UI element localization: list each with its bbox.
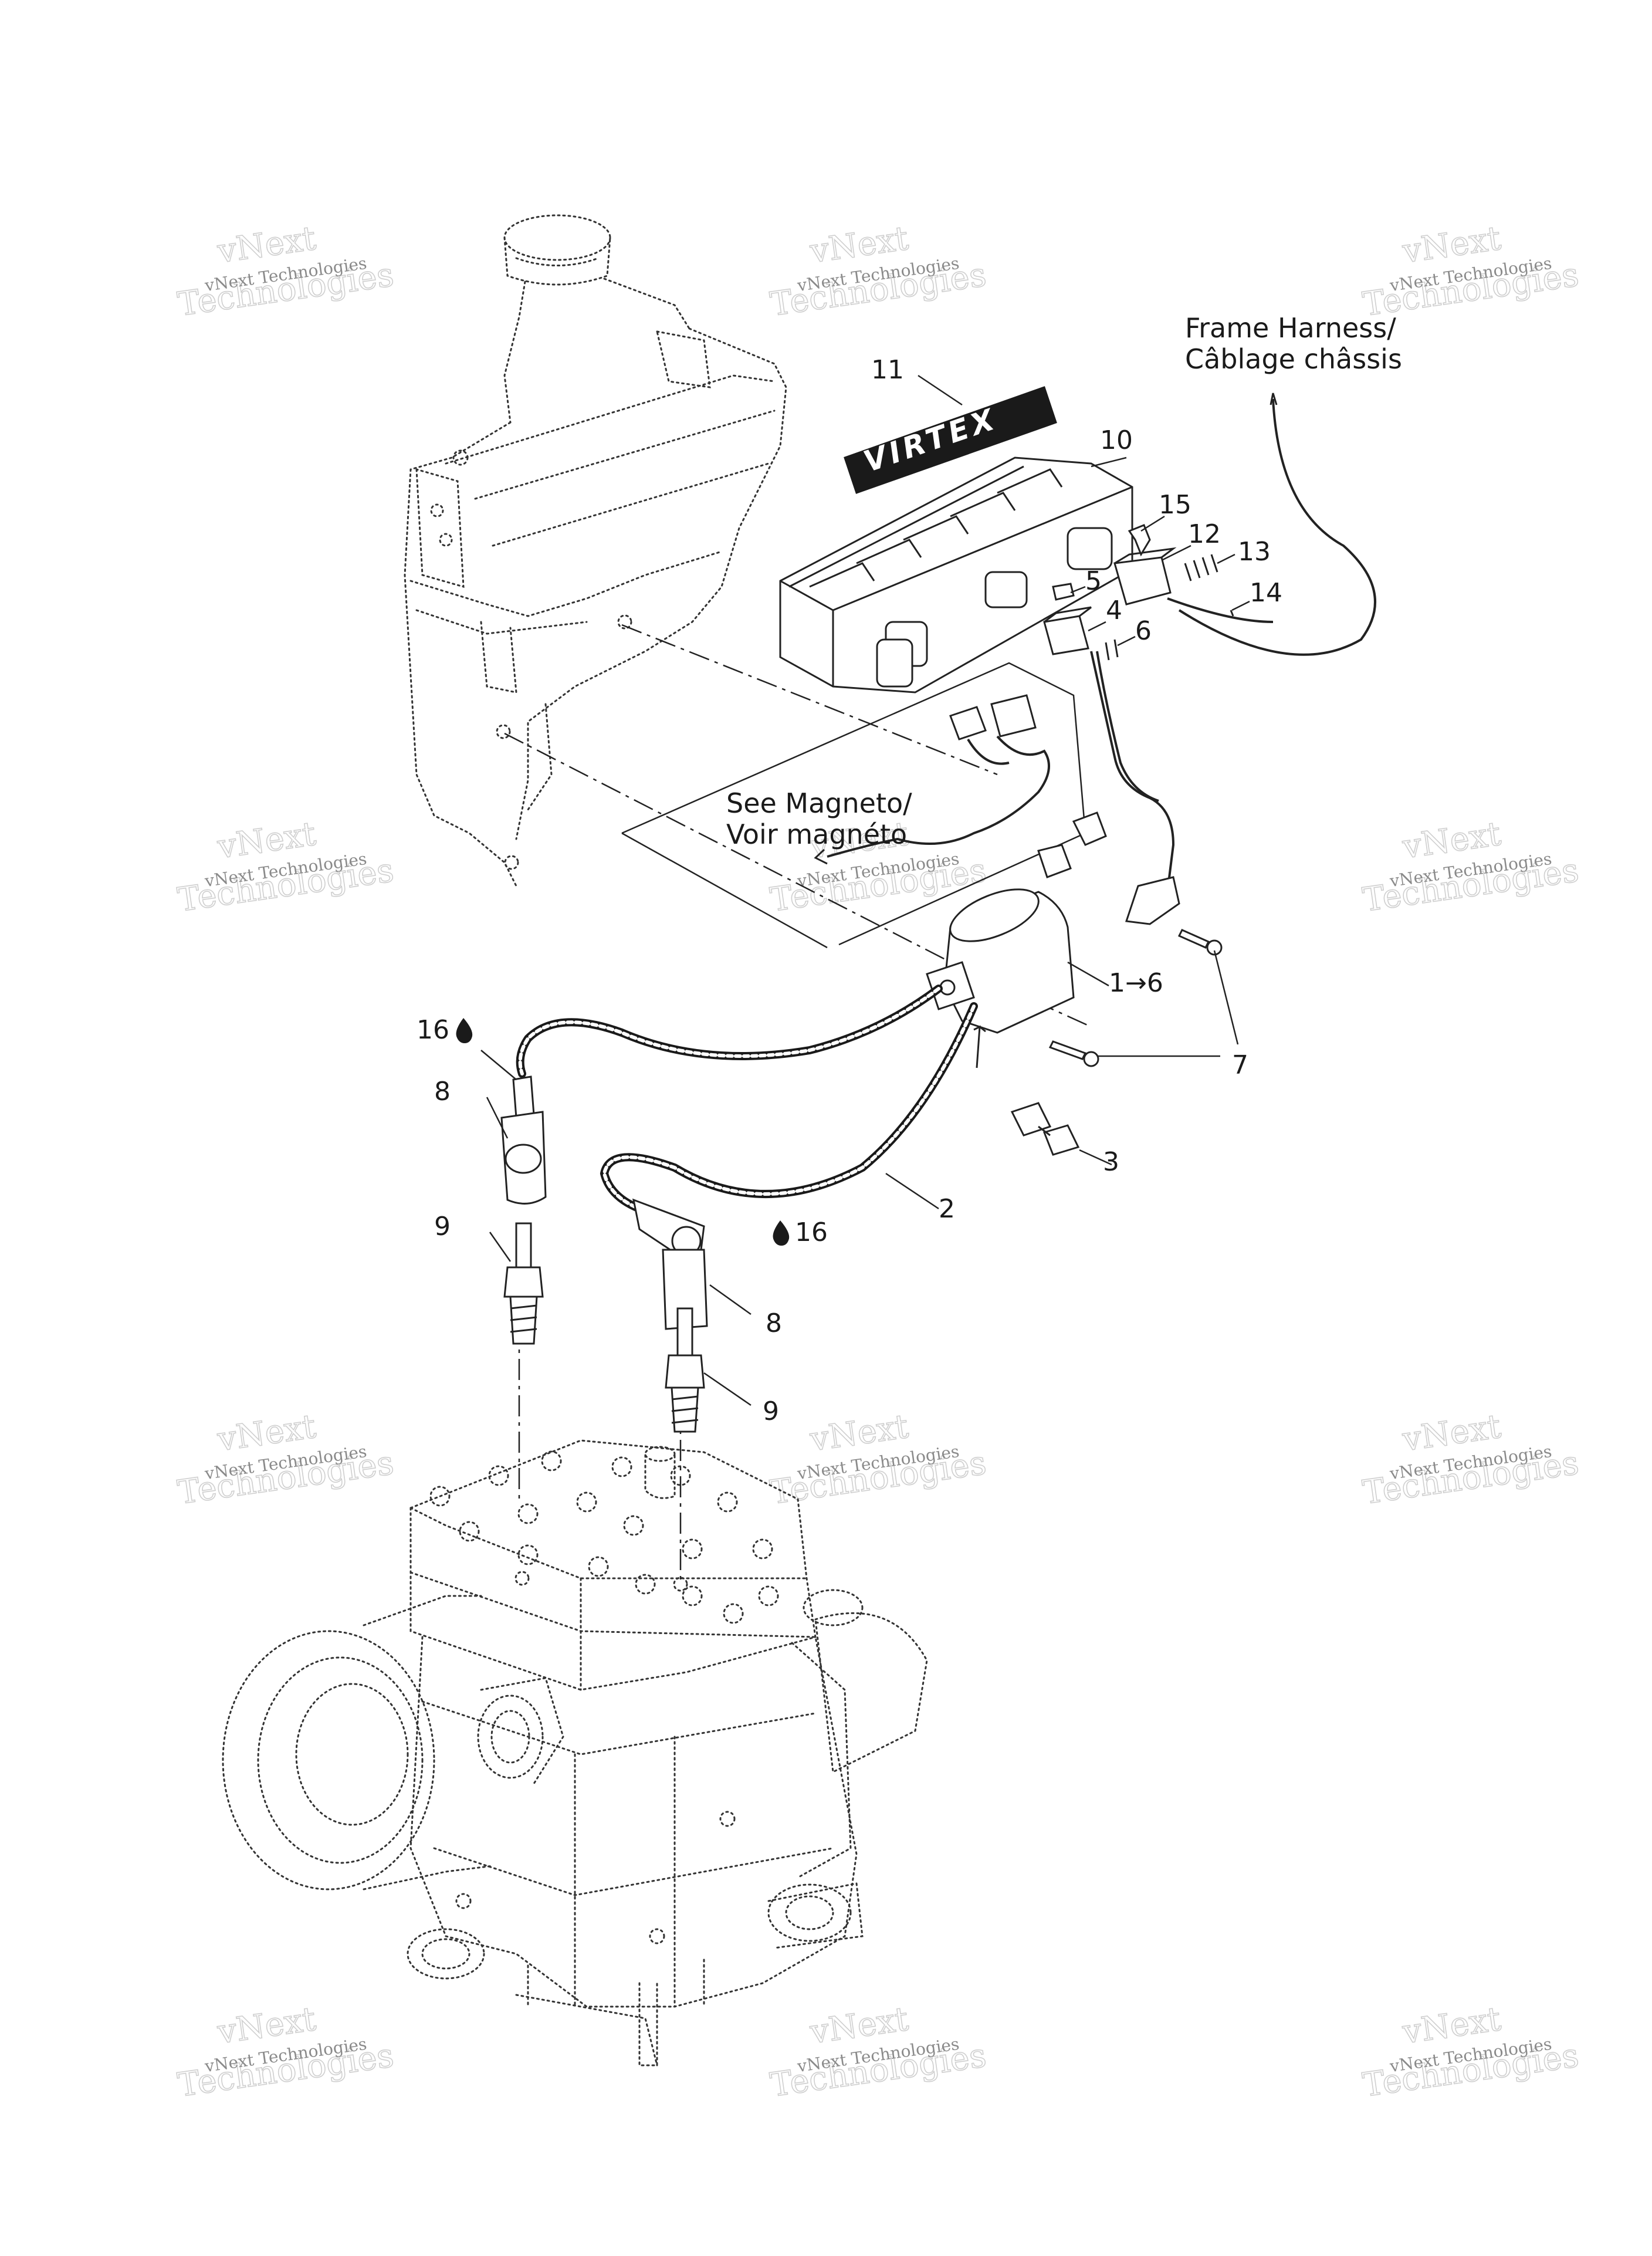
frame-harness-label-fr: Câblage châssis [1185,343,1402,375]
spark-plug-cables [516,985,978,1213]
callout-9-upper: 9 [434,1212,451,1242]
engine-drawing [222,1439,928,2066]
callout-16-upper: 16 [417,1015,449,1045]
callout-8-lower: 8 [766,1308,782,1338]
reference-notes: Frame Harness/ Câblage châssis See Magne… [726,312,1402,850]
lubricant-drop-icon [456,1018,473,1043]
callout-14: 14 [1250,578,1282,608]
assembly-centerlines [504,624,1092,1584]
callout-2: 2 [939,1194,955,1224]
spark-plugs [503,1222,705,1433]
magneto-reference-box [621,662,1086,949]
see-magneto-label-fr: Voir magnéto [726,818,907,850]
callout-15: 15 [1159,490,1191,520]
lubricant-drop-icon [773,1220,790,1246]
electronic-module [779,456,1133,694]
callout-10: 10 [1100,425,1133,455]
callout-5: 5 [1085,566,1102,596]
callout-4: 4 [1106,596,1122,625]
callout-12: 12 [1188,519,1221,549]
harness-connectors [1037,393,1376,925]
callout-9-lower: 9 [763,1396,779,1426]
callout-11: 11 [871,355,904,385]
oil-tank-drawing [404,214,787,887]
callout-6: 6 [1135,616,1152,646]
see-magneto-label: See Magneto/ [726,787,912,819]
leader-lines [480,374,1250,1406]
callout-16-lower: 16 [795,1217,828,1247]
callout-7: 7 [1232,1050,1248,1080]
coil-clip [973,1025,1080,1156]
callout-1-to-6: 1→6 [1109,968,1163,998]
callout-13: 13 [1238,537,1271,567]
magneto-connector [814,694,1050,865]
spark-plug-caps [500,1075,708,1330]
ignition-coil [926,888,1223,1067]
callout-8-upper: 8 [434,1077,451,1107]
callout-3: 3 [1103,1147,1119,1177]
frame-harness-label: Frame Harness/ [1185,312,1396,344]
callout-numbers: 11 10 15 12 13 14 5 4 6 1→6 7 3 2 16 8 9… [417,355,1282,1426]
